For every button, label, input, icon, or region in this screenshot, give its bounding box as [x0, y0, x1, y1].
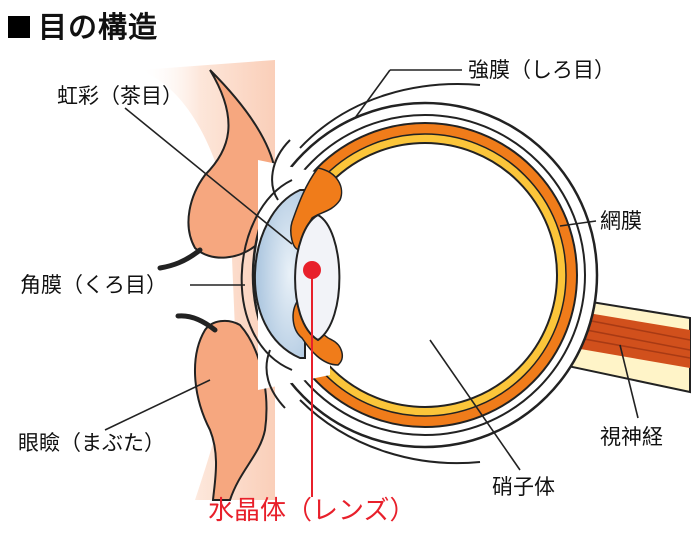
leader-vitreous [429, 339, 521, 471]
lower-eyelash [175, 313, 218, 333]
label-sclera: 強膜（しろ目） [468, 58, 615, 82]
title-text: 目の構造 [38, 10, 159, 44]
upper-eyelash [157, 247, 203, 271]
upper-eyelid [187, 69, 279, 259]
leader-sclera-2 [354, 69, 391, 119]
square-bullet-icon [8, 16, 30, 38]
label-vitreous: 硝子体 [492, 475, 555, 499]
leader-eyelid [104, 379, 211, 431]
label-eyelid: 眼瞼（まぶた） [18, 431, 165, 455]
label-cornea: 角膜（くろ目） [20, 273, 167, 297]
label-retina: 網膜 [600, 209, 642, 233]
leader-lines [104, 69, 639, 471]
leader-optic-nerve [619, 344, 639, 419]
lens [294, 213, 341, 342]
label-optic-nerve: 視神経 [600, 425, 663, 449]
diagram-title: 目の構造 [8, 4, 158, 46]
label-lens: 水晶体（レンズ） [208, 496, 416, 526]
lower-eyelid [193, 319, 268, 501]
leader-iris [124, 107, 293, 245]
leader-retina [559, 220, 597, 227]
label-iris: 虹彩（茶目） [57, 84, 183, 108]
